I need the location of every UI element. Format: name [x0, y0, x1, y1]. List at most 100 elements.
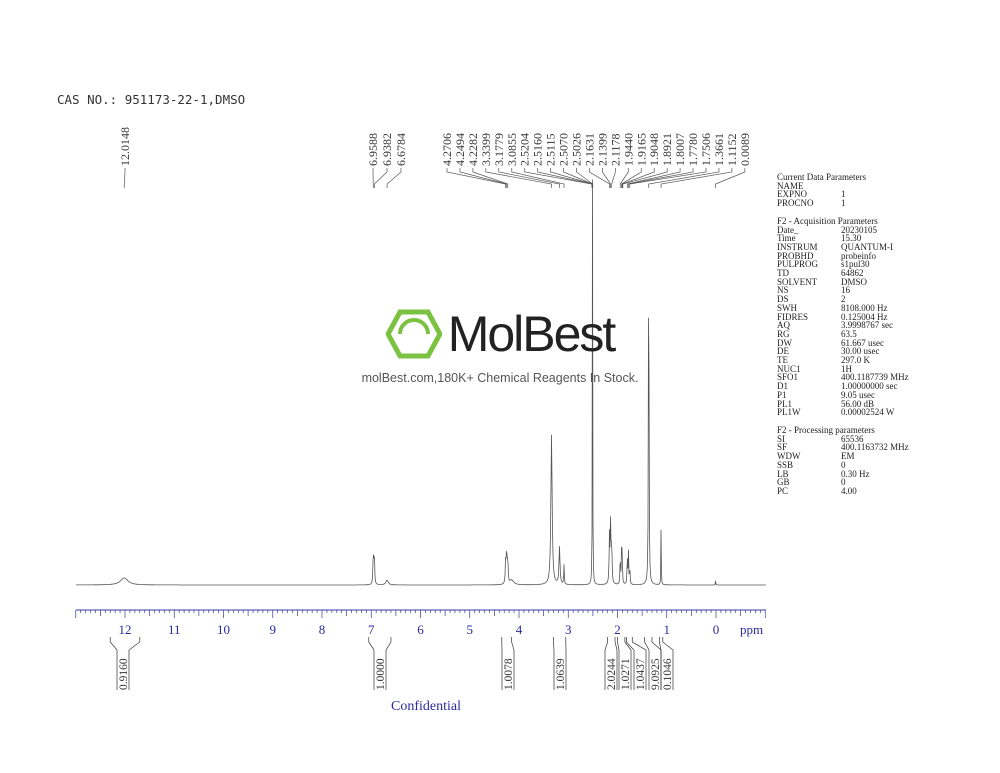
integral-value: 9.0925 [650, 658, 662, 690]
param-value: 400.1187739 MHz [841, 372, 909, 383]
integral-value: 1.0271 [620, 658, 632, 690]
peak-label: 1.9048 [647, 133, 661, 166]
peak-leader-line [648, 168, 720, 188]
param-key: INSTRUM [777, 241, 818, 252]
peak-leader-line [537, 168, 593, 188]
param-key: GB [777, 477, 790, 488]
param-key: NAME [777, 180, 804, 191]
x-tick-label: 7 [368, 622, 375, 637]
param-key: FIDRES [777, 311, 809, 322]
param-value [827, 182, 841, 191]
peak-label: 6.6784 [394, 133, 408, 166]
param-value: 16 [841, 285, 850, 296]
param-key: SF [777, 442, 788, 453]
param-value: 61.667 usec [841, 337, 884, 348]
param-key: PULPROG [777, 259, 819, 270]
peak-leader-line [123, 168, 126, 188]
peak-leader-line [459, 168, 508, 188]
x-tick-label: 8 [319, 622, 326, 637]
param-value: 1 [841, 198, 846, 209]
param-value: 0 [841, 477, 846, 488]
param-key: Time [777, 233, 796, 244]
param-row: Time 15.30 [777, 234, 909, 243]
param-section-title: F2 - Acquisition Parameters [777, 215, 878, 226]
peak-leader-line [563, 168, 593, 188]
x-tick-label: 5 [467, 622, 474, 637]
param-value: 2 [841, 294, 846, 305]
peak-leader-line [589, 168, 610, 188]
param-value: 297.0 K [841, 355, 870, 366]
x-axis-label: ppm [740, 622, 763, 637]
cas-number: CAS NO.: 951173-22-1,DMSO [57, 92, 246, 107]
peak-leader-line [715, 168, 746, 188]
integral-bracket [604, 637, 618, 690]
peak-label: 2.5204 [518, 133, 532, 166]
spectrum-line [76, 179, 766, 586]
molbest-logo-icon [385, 309, 442, 359]
integral-bracket [501, 637, 515, 690]
peak-label: 2.5115 [544, 133, 558, 166]
peak-leader-line [446, 168, 507, 188]
integral-value: 0.1046 [662, 658, 674, 690]
param-value: 400.1163732 MHz [841, 442, 909, 453]
param-value: 0.00002524 W [841, 407, 895, 418]
param-value: s1pul30 [841, 259, 870, 270]
param-value: 63.5 [841, 328, 857, 339]
peak-leader-line [611, 168, 616, 188]
param-key: SWH [777, 302, 797, 313]
param-value: 0.125004 Hz [841, 311, 888, 322]
param-key: PC [777, 485, 789, 496]
integral-bracket [109, 637, 141, 690]
param-key: PL1W [777, 407, 801, 418]
peak-leader-line [628, 168, 694, 188]
x-tick-label: 1 [664, 622, 671, 637]
param-value: 9.05 usec [841, 389, 875, 400]
x-tick-label: 11 [168, 622, 181, 637]
param-key: TE [777, 355, 788, 366]
peak-leader-line [619, 168, 629, 188]
param-key: SI [777, 433, 786, 444]
param-section-title: Current Data Parameters [777, 172, 866, 182]
peak-label: 0.0089 [738, 133, 752, 166]
param-value: QUANTUM-I [841, 241, 893, 252]
confidential-label: Confidential [391, 699, 461, 714]
param-key: Date_ [777, 224, 799, 235]
param-value: DMSO [841, 276, 868, 287]
peak-leader-line [472, 168, 509, 188]
peak-leader-line [576, 168, 594, 188]
param-value: 30.00 usec [841, 346, 880, 357]
param-row: PL1W 0.00002524 W [777, 408, 909, 417]
param-key: EXPNO [777, 189, 808, 200]
param-key: AQ [777, 320, 790, 331]
param-value: 0 [841, 459, 846, 470]
integral-bracket [368, 637, 392, 690]
x-tick-label: 0 [713, 622, 720, 637]
param-row: TE 297.0 K [777, 356, 909, 365]
param-row: FIDRES 0.125004 Hz [777, 311, 909, 322]
param-row: INSTRUM QUANTUM-I [777, 243, 909, 252]
peak-label: 3.1779 [492, 133, 506, 166]
param-key: P1 [777, 389, 787, 400]
integral-value: 0.9160 [118, 658, 130, 690]
watermark-tagline: molBest.com,180K+ Chemical Reagents In S… [361, 371, 639, 385]
integral-value: 1.0437 [635, 658, 647, 690]
peak-leader-line [524, 168, 593, 188]
param-value: 15.30 [841, 233, 862, 244]
peak-leader-line [498, 168, 560, 188]
param-row: Date_20230105 [777, 224, 909, 235]
x-tick-label: 9 [270, 622, 277, 637]
peak-label: 6.9382 [380, 133, 394, 166]
param-key: RG [777, 328, 790, 339]
param-row: PULPROG s1pul30 [777, 260, 909, 269]
